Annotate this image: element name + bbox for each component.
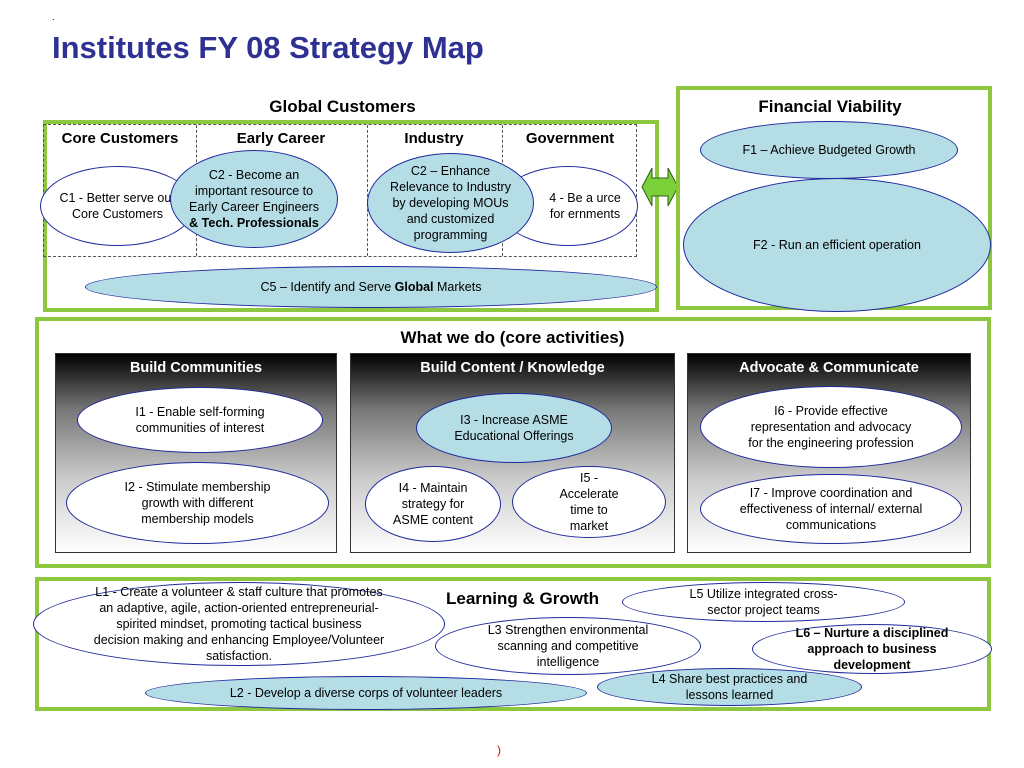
objective-i1: I1 - Enable self-forming communities of … xyxy=(77,387,323,453)
double-arrow-icon xyxy=(641,167,679,207)
title-dot: . xyxy=(52,12,55,22)
objective-i2: I2 - Stimulate membership growth with di… xyxy=(66,462,329,544)
objective-i7: I7 - Improve coordination and effectiven… xyxy=(700,474,962,544)
footer-mark: ) xyxy=(497,743,501,757)
objective-c2-early-career: C2 - Become an important resource to Ear… xyxy=(170,150,338,248)
page-title: Institutes FY 08 Strategy Map xyxy=(52,30,484,65)
learning-growth-title: Learning & Growth xyxy=(446,589,599,608)
objective-l4: L4 Share best practices and lessons lear… xyxy=(597,668,862,706)
objective-i4: I4 - Maintain strategy for ASME content xyxy=(365,466,501,542)
objective-l1: L1 - Create a volunteer & staff culture … xyxy=(33,582,445,666)
global-customers-title: Global Customers xyxy=(269,97,416,116)
objective-l2: L2 - Develop a diverse corps of voluntee… xyxy=(145,676,587,710)
core-activities-title: What we do (core activities) xyxy=(400,328,625,347)
objective-f1: F1 – Achieve Budgeted Growth xyxy=(700,121,958,179)
objective-c5: C5 – Identify and Serve Global Markets xyxy=(85,266,657,308)
objective-l6: L6 – Nurture a disciplined approach to b… xyxy=(752,624,992,674)
objective-f2: F2 - Run an efficient operation xyxy=(683,178,991,312)
objective-i5: I5 - Accelerate time to market xyxy=(512,466,666,538)
objective-c2-industry: C2 – Enhance Relevance to Industry by de… xyxy=(367,153,534,253)
financial-viability-title: Financial Viability xyxy=(758,97,902,116)
objective-c1: C1 - Better serve our Core Customers xyxy=(40,166,195,246)
column-government: Government xyxy=(525,130,615,147)
column-core-customers: Core Customers xyxy=(61,130,179,147)
objective-i3: I3 - Increase ASME Educational Offerings xyxy=(416,393,612,463)
column-early-career: Early Career xyxy=(236,130,326,147)
column-industry: Industry xyxy=(404,130,464,147)
objective-i6: I6 - Provide effective representation an… xyxy=(700,386,962,468)
objective-l5: L5 Utilize integrated cross-sector proje… xyxy=(622,582,905,622)
objective-l3: L3 Strengthen environmental scanning and… xyxy=(435,617,701,675)
